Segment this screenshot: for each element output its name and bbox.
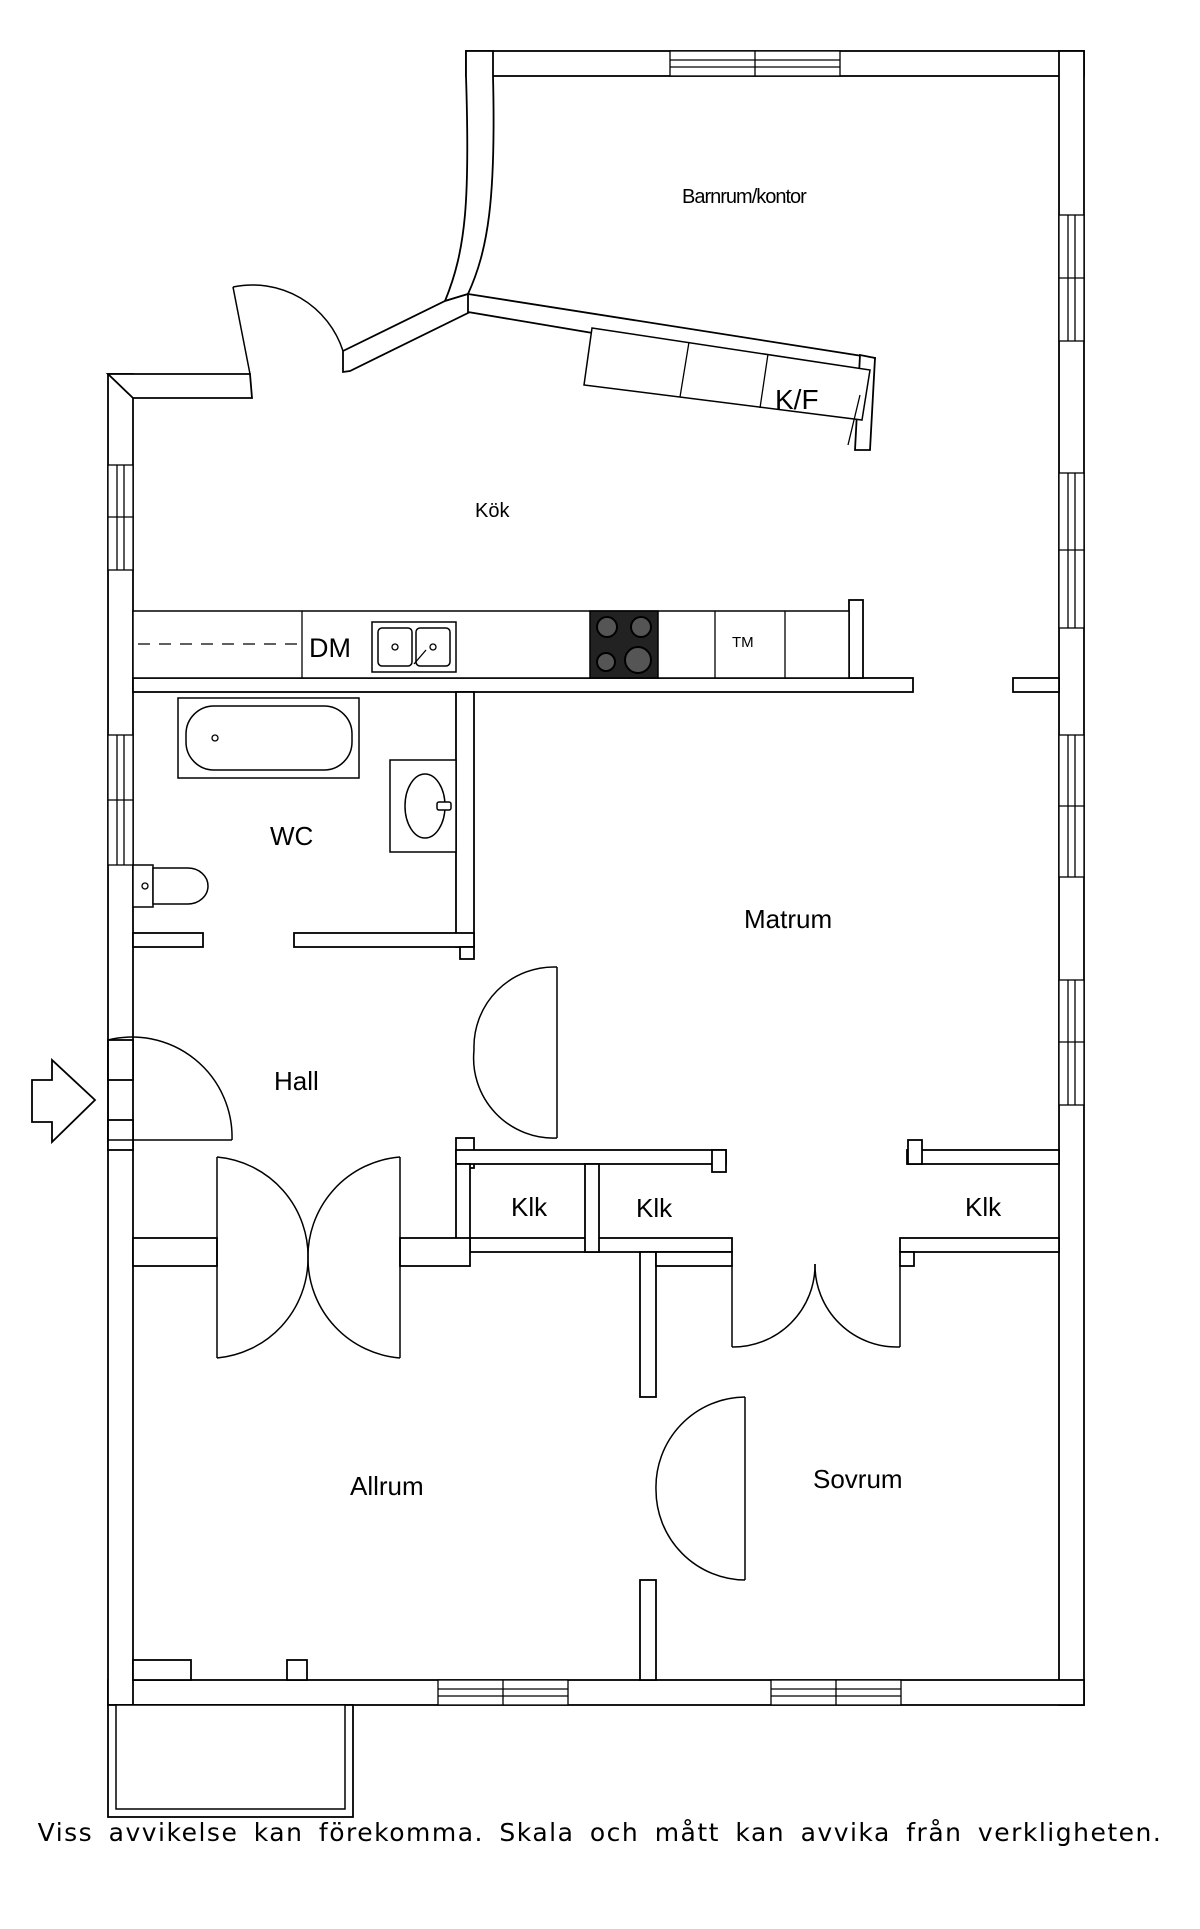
exterior-walls <box>105 50 1085 1706</box>
doors <box>107 284 901 1581</box>
appliance-label-tm: TM <box>732 634 754 651</box>
windows <box>107 50 1085 1706</box>
room-label-barnrum: Barnrum/kontor <box>682 186 807 208</box>
balcony <box>107 1704 354 1818</box>
room-label-sovrum: Sovrum <box>813 1464 903 1494</box>
room-label-klk-2: Klk <box>636 1193 673 1223</box>
room-label-wc: WC <box>270 821 313 851</box>
room-label-allrum: Allrum <box>350 1471 424 1501</box>
appliance-label-kf: K/F <box>775 384 819 415</box>
interior-walls <box>107 599 1060 1681</box>
room-label-hall: Hall <box>274 1066 319 1096</box>
room-label-matrum: Matrum <box>744 904 832 934</box>
entrance-arrow-icon <box>31 1057 97 1145</box>
kitchen-fixtures <box>132 327 871 679</box>
appliance-label-dm: DM <box>309 633 351 663</box>
bathroom-fixtures <box>132 697 457 908</box>
room-label-kok: Kök <box>475 500 510 522</box>
room-label-klk-3: Klk <box>965 1192 1002 1222</box>
disclaimer-text: Viss avvikelse kan förekomma. Skala och … <box>37 1818 1163 1847</box>
room-label-klk-1: Klk <box>511 1192 548 1222</box>
